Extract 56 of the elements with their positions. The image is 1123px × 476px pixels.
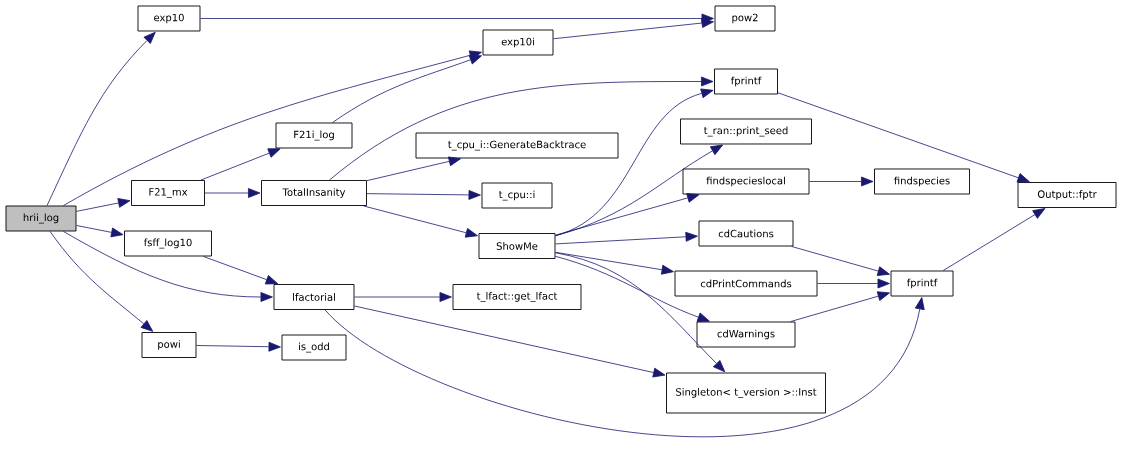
arrow: [942, 208, 1046, 271]
function-box: is_odd: [281, 334, 347, 361]
arrow: [817, 278, 890, 289]
function-box: TotalInsanity: [261, 180, 367, 206]
arrow: [555, 144, 723, 237]
arrow: [354, 292, 452, 302]
function-box: t_cpu_i::GenerateBacktrace: [415, 132, 619, 159]
arrow: [76, 225, 124, 238]
function-box: t_ran::print_seed: [680, 118, 812, 145]
arrow: [204, 188, 261, 198]
function-box: lfactorial: [273, 284, 355, 310]
function-box: exp10: [137, 5, 201, 32]
arrow: [366, 156, 461, 182]
arrow: [555, 251, 674, 275]
function-box: F21_mx: [131, 180, 205, 206]
arrow: [790, 291, 890, 322]
function-box: cdCautions: [698, 220, 794, 247]
function-box: findspecieslocal: [682, 168, 810, 195]
arrow: [791, 246, 890, 276]
arrow: [555, 255, 710, 322]
arrow: [555, 231, 698, 245]
arrow: [332, 55, 482, 123]
function-box: t_cpu::i: [481, 182, 553, 209]
function-box: pow2: [714, 5, 776, 32]
arrow: [63, 50, 482, 206]
function-box: hrii_log: [5, 205, 77, 232]
arrow: [46, 31, 156, 206]
arrow: [366, 190, 481, 200]
function-box: findspecies: [874, 168, 970, 195]
function-box: t_lfact::get_lfact: [452, 284, 582, 310]
function-box: cdPrintCommands: [674, 270, 818, 297]
arrow: [363, 205, 478, 238]
arrow: [196, 341, 281, 352]
arrow: [555, 193, 700, 236]
arrow: [76, 198, 131, 212]
arrow: [555, 252, 726, 373]
function-box: fprintf: [714, 68, 778, 95]
arrow: [329, 76, 714, 181]
function-box: fprintf: [890, 270, 954, 297]
function-box: F21i_log: [275, 122, 353, 149]
arrow: [202, 256, 279, 285]
arrow: [63, 231, 273, 302]
arrow: [553, 18, 714, 40]
arrow: [809, 176, 874, 187]
arrow: [324, 297, 925, 438]
function-box: fsff_log10: [124, 230, 212, 257]
function-box: powi: [141, 332, 197, 358]
arrow: [49, 231, 154, 332]
function-box: Output::fptr: [1017, 182, 1117, 208]
function-box: exp10i: [482, 29, 554, 56]
function-box: cdWarnings: [696, 321, 796, 348]
arrow: [777, 92, 1030, 183]
function-box: Singleton< t_version >::Inst: [666, 372, 826, 414]
arrow: [200, 148, 281, 181]
arrow: [354, 305, 666, 378]
function-box: ShowMe: [478, 233, 556, 259]
